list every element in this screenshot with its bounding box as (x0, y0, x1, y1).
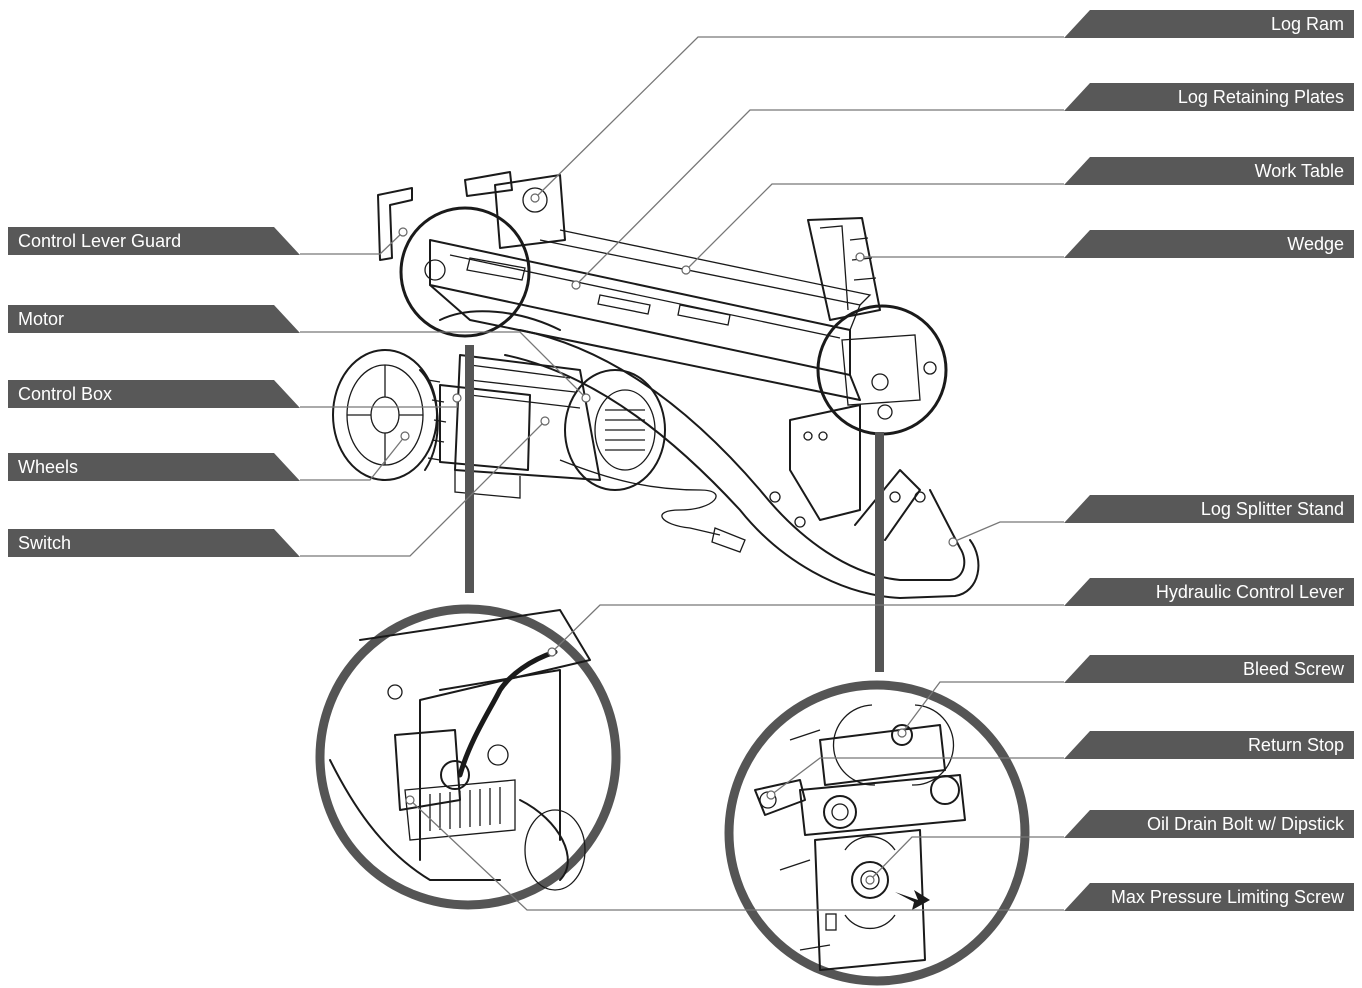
label-wheels: Wheels (8, 453, 300, 481)
label-control-lever-guard: Control Lever Guard (8, 227, 300, 255)
label-log-ram: Log Ram (1064, 10, 1354, 38)
label-log-retaining-plates: Log Retaining Plates (1064, 83, 1354, 111)
hydraulic-valve-detail (724, 680, 1030, 986)
leader-lines (300, 36, 1064, 911)
label-return-stop: Return Stop (1064, 731, 1354, 759)
label-control-box: Control Box (8, 380, 300, 408)
control-lever-detail (315, 604, 621, 910)
leader-endpoints (398, 193, 958, 885)
label-oil-drain-bolt: Oil Drain Bolt w/ Dipstick (1064, 810, 1354, 838)
label-hydraulic-control-lever: Hydraulic Control Lever (1064, 578, 1354, 606)
label-switch: Switch (8, 529, 300, 557)
label-wedge: Wedge (1064, 230, 1354, 258)
log-splitter-body (332, 171, 980, 672)
label-motor: Motor (8, 305, 300, 333)
label-max-pressure-screw: Max Pressure Limiting Screw (1064, 883, 1354, 911)
label-work-table: Work Table (1064, 157, 1354, 185)
label-bleed-screw: Bleed Screw (1064, 655, 1354, 683)
label-log-splitter-stand: Log Splitter Stand (1064, 495, 1354, 523)
